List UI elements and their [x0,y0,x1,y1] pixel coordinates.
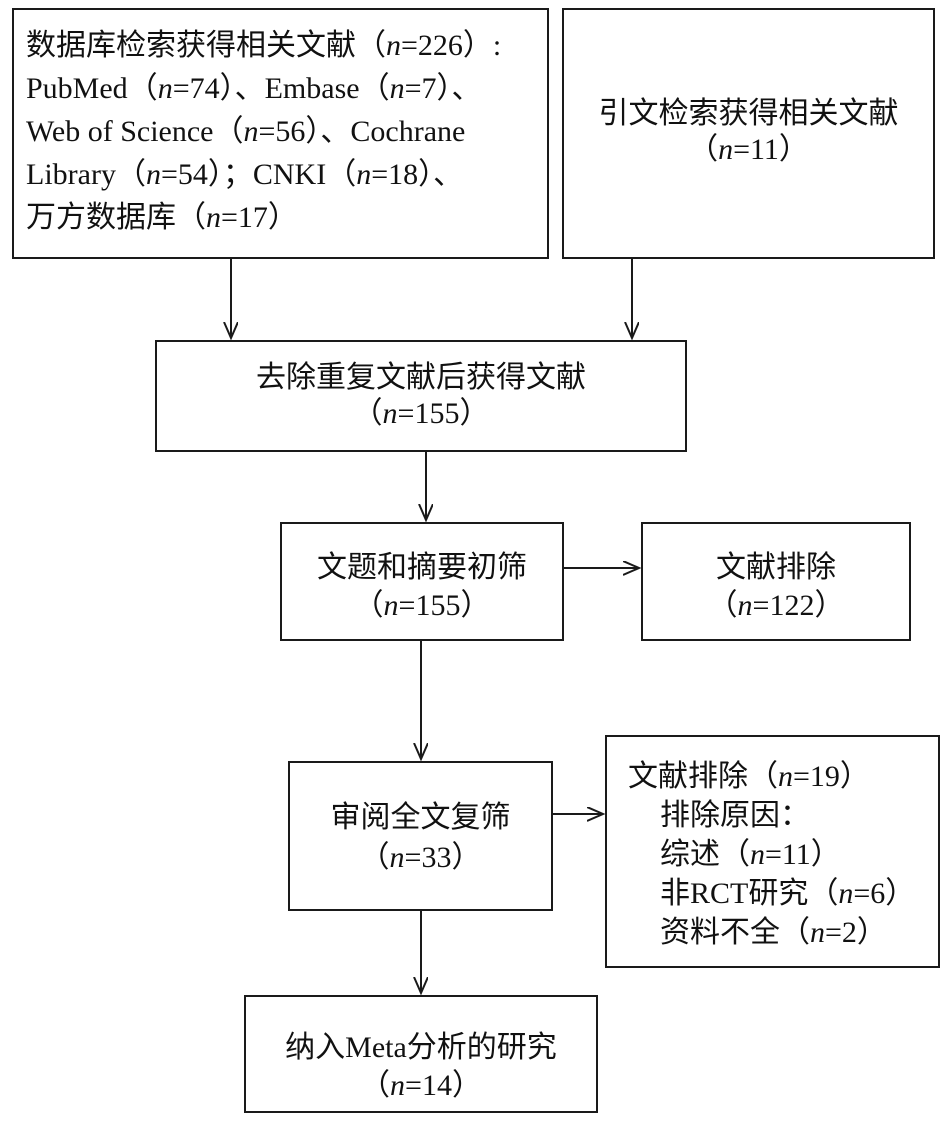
database-line-3: Web of Science（n=56）、Cochrane [26,115,466,148]
exclusion-reasons-label: 排除原因： [660,799,810,832]
included-studies-box [244,995,598,1113]
citation-search-box [562,8,935,259]
exclusion-reason-review: 综述（n=11） [660,838,841,871]
exclusion-reason-non-rct: 非RCT研究（n=6） [660,877,916,910]
dedup-title: 去除重复文献后获得文献 [256,361,586,394]
full-text-excluded-box [605,735,940,968]
exclusion-reason-incomplete: 资料不全（n=2） [660,916,887,949]
database-line-4: Library（n=54）；CNKI（n=18）、 [26,158,464,191]
full-text-review-box [288,761,553,911]
screening-count: （n=155） [353,589,491,622]
fulltext-title: 审阅全文复筛 [330,801,511,834]
citation-count: （n=11） [688,133,809,166]
dedup-count: （n=155） [352,397,490,430]
database-search-box [12,8,549,259]
excluded-count: （n=122） [707,589,845,622]
included-title: 纳入Meta分析的研究 [285,1031,557,1064]
database-line-2: PubMed（n=74）、Embase（n=7）、 [26,72,482,105]
screening-title: 文题和摘要初筛 [317,551,527,584]
excluded-title: 文献排除 [716,551,836,584]
title-abstract-screening-box [280,522,564,641]
included-count: （n=14） [360,1069,482,1102]
deduplication-box [155,340,687,452]
database-line-5: 万方数据库（n=17） [26,201,298,234]
citation-title: 引文检索获得相关文献 [598,97,899,130]
fulltext-excluded-title: 文献排除（n=19） [628,760,870,793]
excluded-records-box [641,522,911,641]
database-line-1: 数据库检索获得相关文献（n=226）: [26,29,502,62]
fulltext-count: （n=33） [359,841,482,874]
